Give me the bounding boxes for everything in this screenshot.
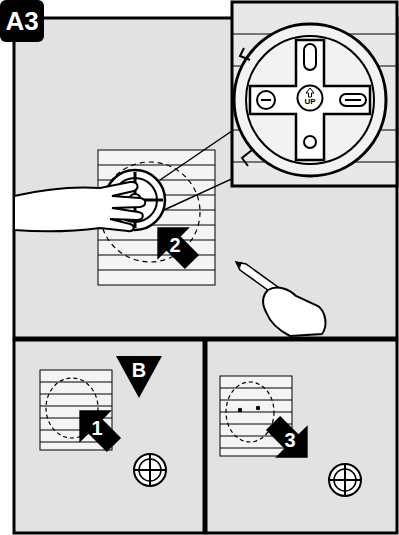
marked-point bbox=[238, 408, 242, 412]
node-text: 3 bbox=[284, 430, 295, 450]
node-text: 1 bbox=[91, 418, 102, 438]
node-text: 2 bbox=[169, 235, 180, 255]
dashed-outline bbox=[226, 382, 274, 442]
hand bbox=[263, 288, 325, 336]
callout-number: 1 bbox=[69, 400, 125, 456]
node-text: A3 bbox=[5, 8, 38, 34]
template-disc bbox=[329, 464, 361, 496]
marked-point bbox=[256, 406, 260, 410]
bottom-right-panel bbox=[206, 340, 397, 533]
zoom-inset bbox=[232, 2, 397, 186]
callout-number: 2 bbox=[147, 217, 203, 273]
node-text: UP bbox=[304, 98, 315, 106]
up-marker: UP bbox=[296, 84, 324, 112]
bottom-left-panel bbox=[14, 340, 204, 533]
template-disc bbox=[134, 454, 166, 486]
hand bbox=[14, 182, 145, 231]
callout-letter: B bbox=[116, 356, 162, 398]
node-text: B bbox=[132, 360, 146, 380]
step-badge: A3 bbox=[0, 0, 44, 42]
callout-number: 3 bbox=[262, 412, 318, 468]
